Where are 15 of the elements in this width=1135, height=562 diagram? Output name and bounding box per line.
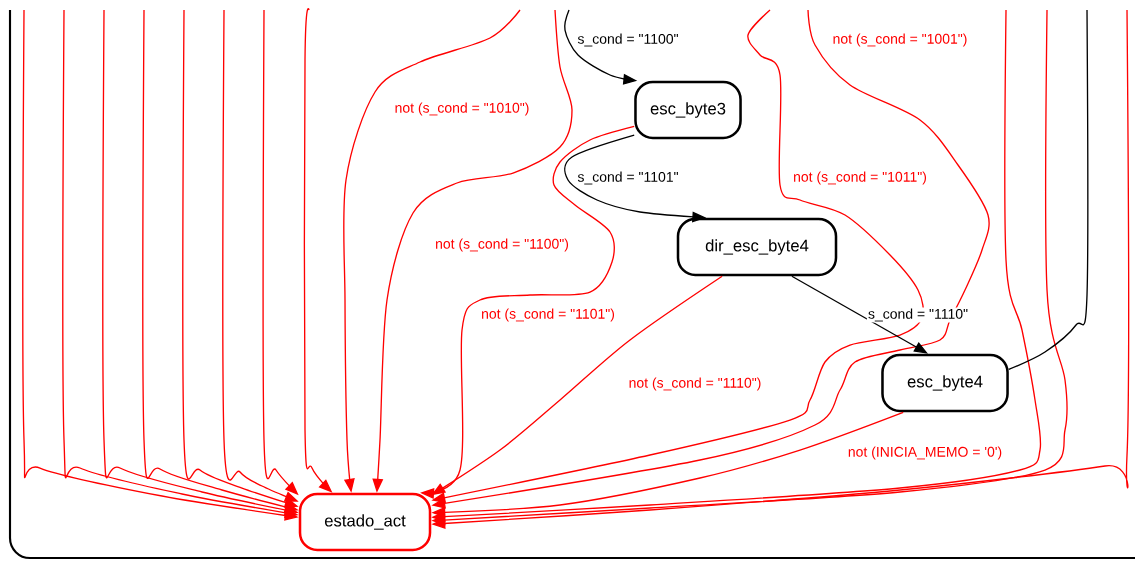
edge-label: s_cond = "1110" [866,307,970,323]
state-box: dir_esc_byte4 [676,217,838,277]
edge-label: not (s_cond = "1101") [480,307,616,323]
transition-line [1008,9,1089,371]
edge-label: s_cond = "1101" [576,170,680,186]
state-box: estado_act [298,492,432,552]
state-box: esc_byte3 [634,80,742,140]
edge-label: not (s_cond = "1010") [393,101,531,117]
edge-label: not (s_cond = "1001") [831,32,969,48]
edge-label: not (s_cond = "1011") [792,170,928,186]
state-box: esc_byte4 [881,353,1009,413]
edge-label: not (s_cond = "1110") [627,376,763,392]
edge-label: not (INICIA_MEMO = '0') [846,445,1004,461]
edge-label: not (s_cond = "1100") [434,237,570,253]
edge-label: s_cond = "1100" [576,32,680,48]
